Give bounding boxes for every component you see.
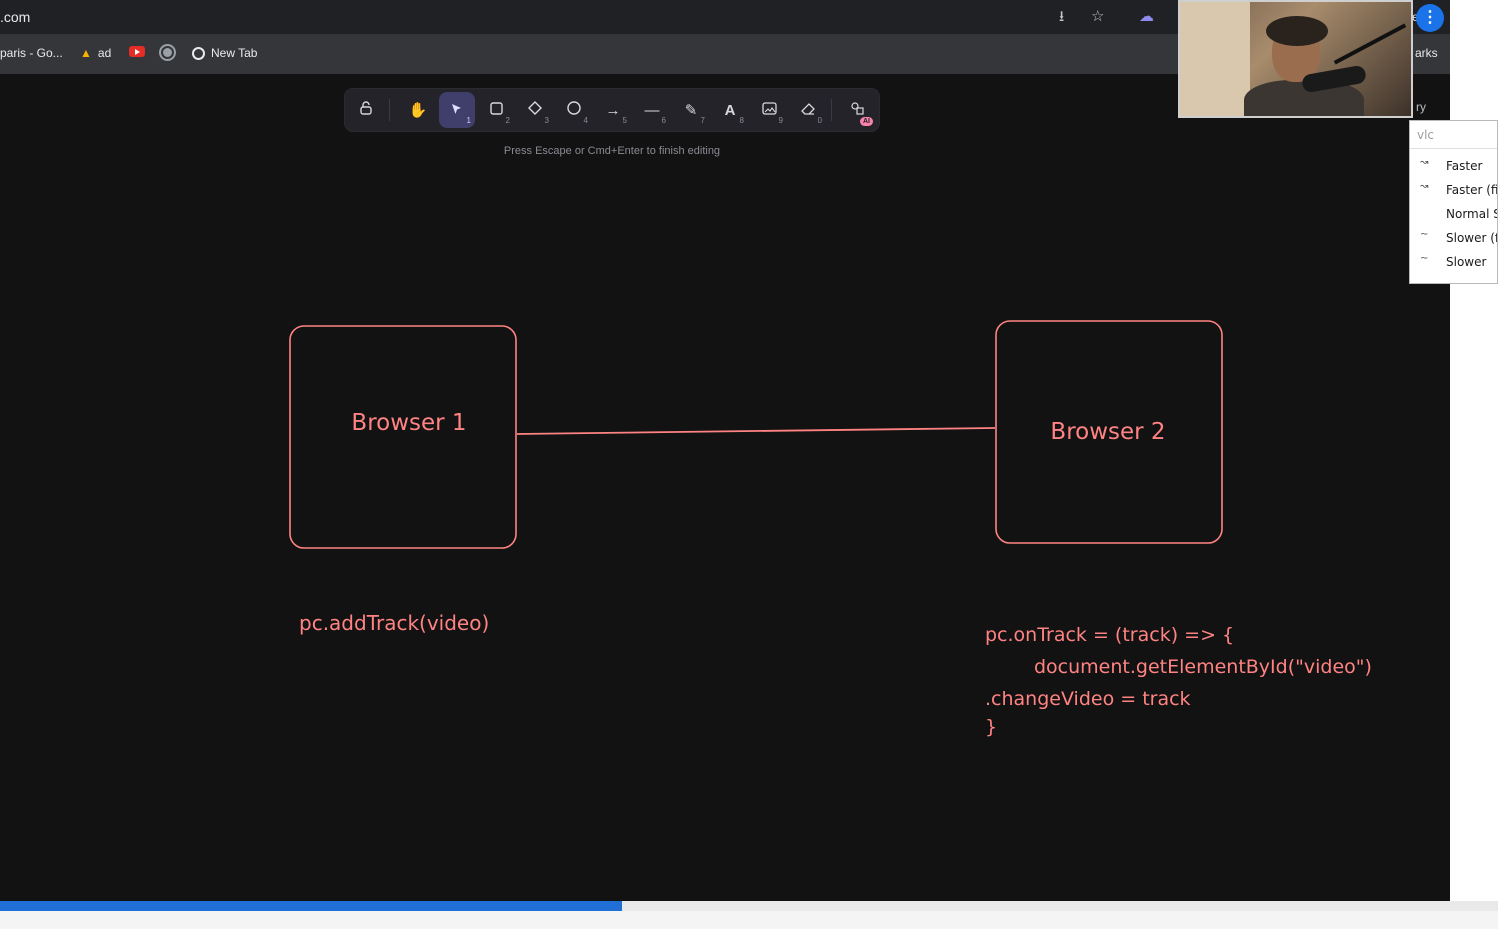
fast-icon: ↝ [1420,157,1429,168]
kebab-menu-icon: ⋮ [1422,9,1438,26]
bookmark-label: paris - Go... [0,46,63,60]
menu-item-slower-fine[interactable]: ∼ Slower (fine) [1410,226,1497,250]
shapes-ai-icon [850,101,864,119]
pencil-icon: ✎ [684,102,698,119]
library-button-fragment[interactable]: ry [1416,100,1426,114]
extension-icon[interactable]: ☁ [1139,8,1154,25]
browser-1-box[interactable] [289,325,517,549]
diamond-tool-button[interactable]: 3 [517,92,553,128]
menu-item-normal-speed[interactable]: Normal Speed [1410,202,1497,226]
menu-item-label: Normal Speed [1446,207,1497,221]
shortcut-number: 8 [739,116,744,125]
gear-icon [161,46,174,59]
shortcut-number: 6 [661,116,666,125]
drawing-toolbar: ✋ 1 2 3 4 → 5 — 6 ✎ 7 A 8 9 0 [345,89,879,131]
menu-item-slower[interactable]: ∼ Slower [1410,250,1497,274]
globe-icon [192,46,205,60]
code-add-track[interactable]: pc.addTrack(video) [299,611,489,635]
pencil-tool-button[interactable]: ✎ 7 [673,92,709,128]
diamond-icon [528,101,542,119]
bookmark-label: New Tab [211,46,258,60]
hand-icon: ✋ [408,102,428,119]
ellipse-tool-button[interactable]: 4 [556,92,592,128]
playback-progress-bar[interactable] [0,901,1498,911]
line-tool-button[interactable]: — 6 [634,92,670,128]
slow-icon: ∼ [1420,253,1429,264]
menu-item-faster-fine[interactable]: ↝ Faster (fine) [1410,178,1498,202]
eraser-icon [800,102,816,119]
flame-icon: ▲ [80,46,92,60]
browser-2-box[interactable] [995,320,1223,544]
menu-title: vlc [1417,128,1435,142]
shortcut-number: 2 [505,116,510,125]
url-text[interactable]: .com [0,9,31,25]
hand-tool-button[interactable]: ✋ [400,92,436,128]
vlc-context-menu: vlc ↝ Faster ↝ Faster (fine) Normal Spee… [1409,120,1498,284]
menu-item-label: Slower [1446,255,1487,269]
arrow-icon: → [605,101,621,119]
fast-icon: ↝ [1420,181,1429,192]
bookmark-youtube[interactable] [129,46,145,57]
shortcut-number: 1 [466,116,471,125]
selection-tool-button[interactable]: 1 [439,92,475,128]
bookmark-settings[interactable] [161,46,174,59]
code-on-track-line-3[interactable]: .changeVideo = track [985,688,1191,710]
menu-item-label: Slower (fine) [1446,231,1497,245]
browser-1-label[interactable]: Browser 1 [351,410,466,436]
selection-arrow-icon [451,102,463,119]
playback-progress-fill [0,901,622,911]
code-on-track-line-4[interactable]: } [985,716,997,738]
arrow-tool-button[interactable]: → 5 [595,92,631,128]
rectangle-icon [489,101,503,119]
image-icon [761,101,777,119]
ellipse-icon [567,101,581,119]
youtube-icon [129,46,145,57]
code-on-track-line-1[interactable]: pc.onTrack = (track) => { [985,624,1234,646]
line-icon: — [644,101,660,119]
menu-item-label: Faster [1446,159,1483,173]
code-on-track-line-2[interactable]: document.getElementById("video") [1034,656,1372,678]
browser-2-label[interactable]: Browser 2 [1050,419,1165,445]
image-tool-button[interactable]: 9 [751,92,787,128]
webcam-overlay[interactable] [1178,0,1413,118]
text-icon: A [724,101,736,119]
all-bookmarks-fragment[interactable]: arks [1415,46,1438,60]
shortcut-number: 3 [544,116,549,125]
bookmark-star-icon[interactable]: ☆ [1091,8,1105,25]
shortcut-number: 5 [622,116,627,125]
connection-line[interactable] [516,427,996,435]
shortcut-number: 7 [700,116,705,125]
bookmark-ad[interactable]: ▲ ad [80,46,111,60]
profile-badge-fragment: e [1412,10,1419,24]
drawing-canvas[interactable]: Browser 1 Browser 2 pc.addTrack(video) p… [0,0,1450,900]
bookmark-paris[interactable]: paris - Go... [0,46,63,60]
text-tool-button[interactable]: A 8 [712,92,748,128]
editing-hint: Press Escape or Cmd+Enter to finish edit… [503,145,721,157]
lock-tool-button[interactable] [348,92,384,128]
shortcut-number: 0 [817,116,822,125]
ai-badge: AI [860,117,873,126]
install-app-icon[interactable]: ⭳ [1059,8,1065,25]
browser-menu-button[interactable]: ⋮ [1416,4,1444,32]
player-bottom-bar [0,911,1498,929]
shortcut-number: 9 [778,116,783,125]
shortcut-number: 4 [583,116,588,125]
menu-item-faster[interactable]: ↝ Faster [1410,154,1497,178]
eraser-tool-button[interactable]: 0 [790,92,826,128]
bookmark-label: ad [97,46,112,60]
rectangle-tool-button[interactable]: 2 [478,92,514,128]
slow-icon: ∼ [1420,229,1429,240]
lock-icon [359,101,373,119]
more-shapes-ai-button[interactable]: AI [839,92,875,128]
menu-item-label: Faster (fine) [1446,183,1498,197]
bookmark-new-tab[interactable]: New Tab [192,46,257,60]
